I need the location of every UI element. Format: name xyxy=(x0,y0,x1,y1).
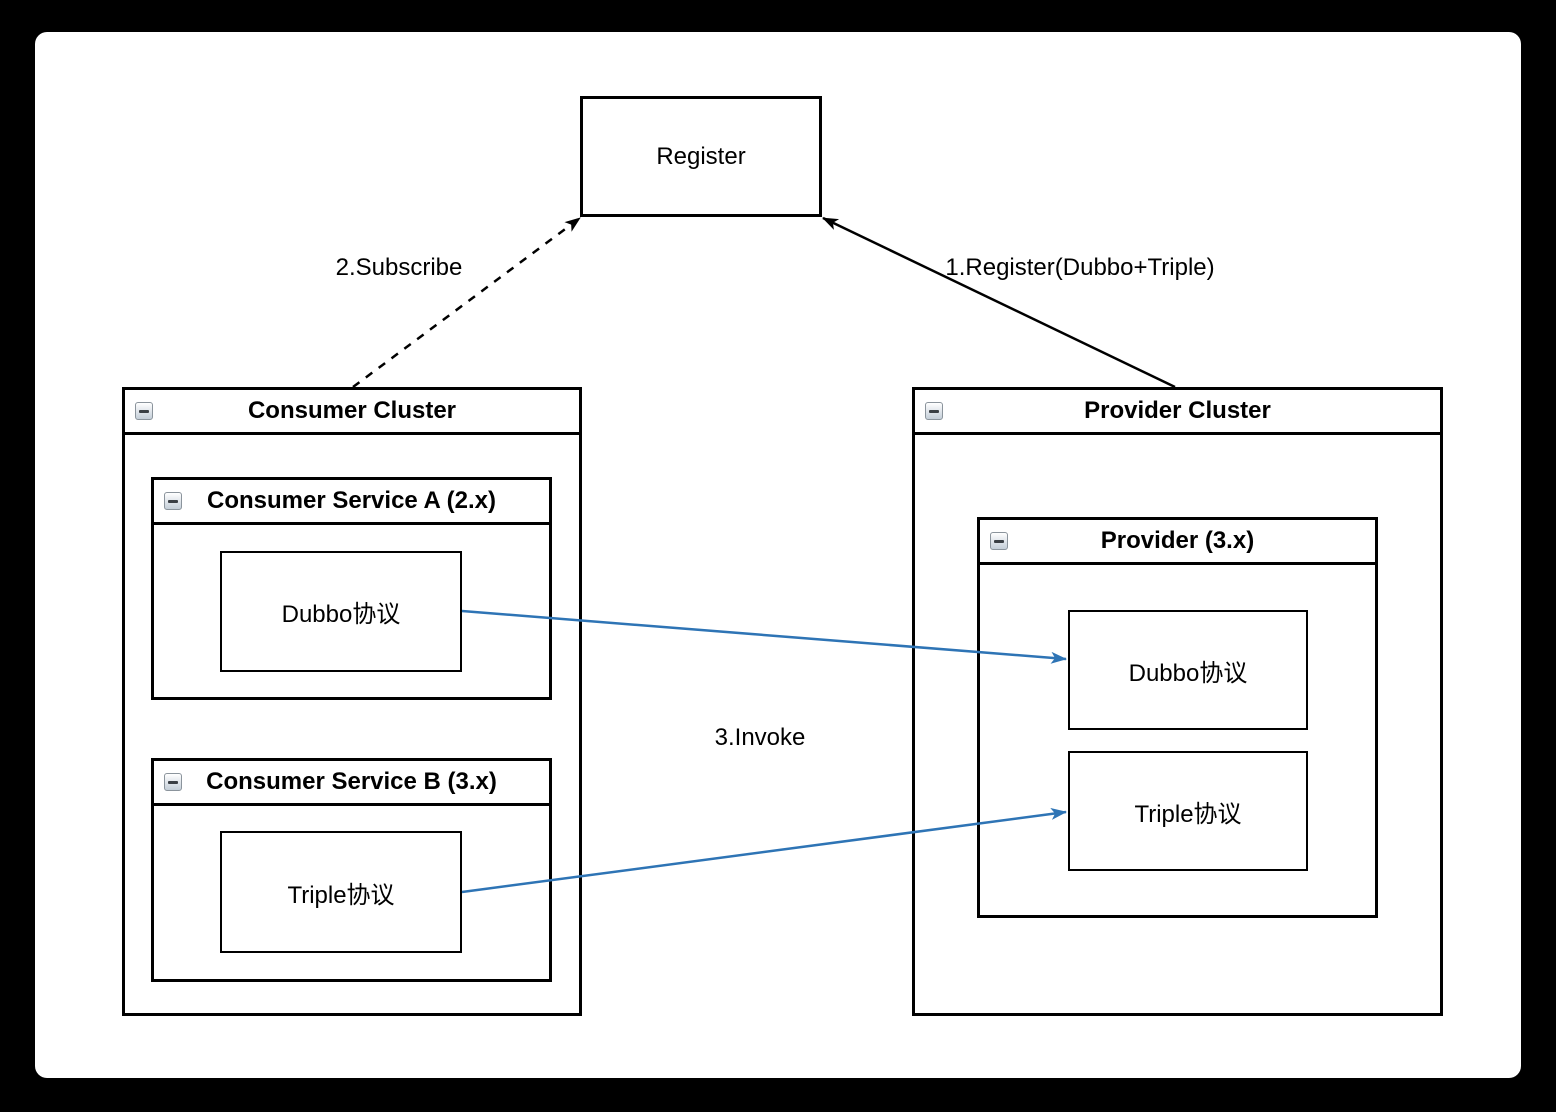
provider-dubbo-protocol-node: Dubbo协议 xyxy=(1068,610,1308,730)
provider-cluster-title: Provider Cluster xyxy=(1084,397,1271,424)
consumer-service-a-header: Consumer Service A (2.x) xyxy=(154,480,549,525)
consumer-dubbo-protocol-label: Dubbo协议 xyxy=(281,601,401,628)
consumer-dubbo-protocol-node: Dubbo协议 xyxy=(220,551,462,672)
collapse-icon[interactable] xyxy=(925,402,943,420)
consumer-service-b-header: Consumer Service B (3.x) xyxy=(154,761,549,806)
collapse-icon[interactable] xyxy=(990,532,1008,550)
collapse-icon[interactable] xyxy=(164,773,182,791)
subscribe-arrow-label: 2.Subscribe xyxy=(335,254,463,281)
subscribe-arrow xyxy=(352,216,581,389)
provider-triple-protocol-node: Triple协议 xyxy=(1068,751,1308,871)
minus-icon xyxy=(168,780,178,784)
provider-triple-protocol-label: Triple协议 xyxy=(1134,800,1242,828)
consumer-cluster-header: Consumer Cluster xyxy=(125,390,579,435)
register-node: Register xyxy=(580,96,822,217)
minus-icon xyxy=(139,409,149,413)
provider-dubbo-protocol-label: Dubbo协议 xyxy=(1128,659,1248,687)
consumer-service-a-title: Consumer Service A (2.x) xyxy=(207,487,496,514)
provider-title: Provider (3.x) xyxy=(1100,527,1255,554)
register-arrow-label: 1.Register(Dubbo+Triple) xyxy=(945,254,1215,281)
diagram-canvas: Register Consumer Cluster Consumer Servi… xyxy=(35,32,1521,1078)
minus-icon xyxy=(168,499,178,503)
consumer-service-b-title: Consumer Service B (3.x) xyxy=(206,768,497,795)
register-label: Register xyxy=(656,142,746,170)
provider-header: Provider (3.x) xyxy=(980,520,1375,565)
register-arrow xyxy=(822,216,1176,389)
invoke-arrow-label: 3.Invoke xyxy=(714,724,806,751)
consumer-cluster-title: Consumer Cluster xyxy=(247,397,457,424)
consumer-triple-protocol-node: Triple协议 xyxy=(220,831,462,953)
collapse-icon[interactable] xyxy=(135,402,153,420)
provider-cluster-header: Provider Cluster xyxy=(915,390,1440,435)
collapse-icon[interactable] xyxy=(164,492,182,510)
minus-icon xyxy=(929,409,939,413)
minus-icon xyxy=(994,539,1004,543)
consumer-triple-protocol-label: Triple协议 xyxy=(287,881,395,909)
